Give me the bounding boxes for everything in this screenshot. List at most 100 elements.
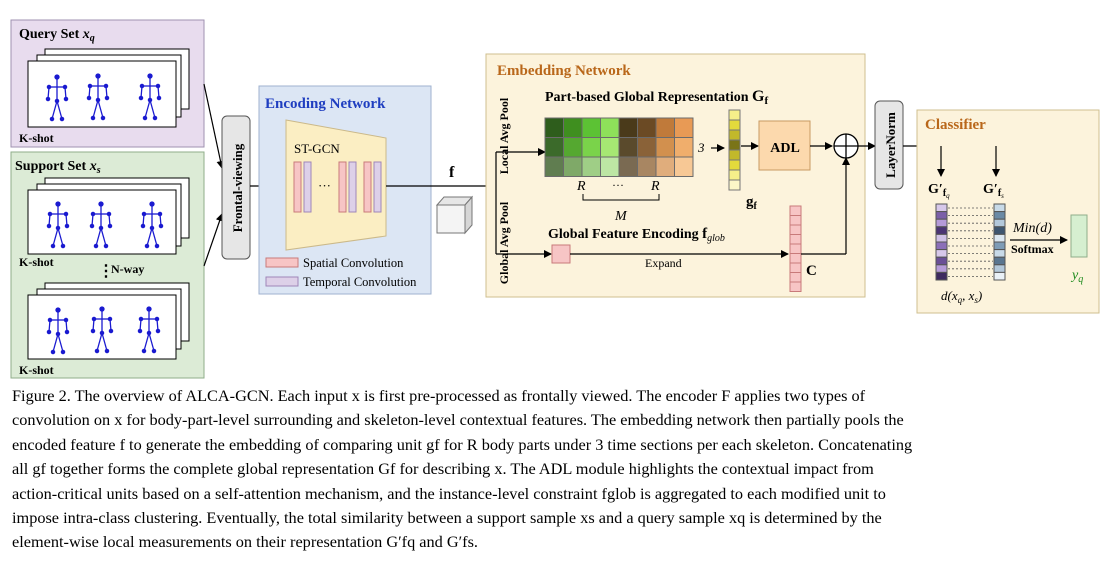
grid-cell <box>674 117 694 138</box>
layernorm-box <box>874 100 904 190</box>
st-gcn-label: ST-GCN <box>294 141 340 156</box>
gf-cell <box>728 149 741 161</box>
frontal-viewing-label: Frontal-viewing <box>230 143 245 232</box>
adl-box <box>758 120 811 171</box>
query-set-title: Query Set xq <box>19 27 95 44</box>
gf-cell <box>728 169 741 181</box>
local-avg-pool-label: Local Avg Pool <box>497 97 511 174</box>
grid-cell <box>563 137 583 158</box>
support-skeleton-cards-top <box>27 177 190 255</box>
support-set-title: Support Set xs <box>15 159 101 176</box>
caption-line-7: element-wise local measurements on their… <box>12 532 479 552</box>
st-gcn-trapezoid <box>285 119 387 251</box>
grid-cell <box>600 117 620 138</box>
m-bracket <box>582 194 660 201</box>
gs-column-vector <box>993 203 1006 281</box>
gs-cell <box>993 249 1006 258</box>
r-label-1: R <box>576 179 586 194</box>
embedding-network-title: Embedding Network <box>497 63 631 79</box>
caption-line-2: convolution on x for body-part-level sur… <box>12 410 904 430</box>
gf-cell <box>728 119 741 131</box>
support-kshot-bottom: K-shot <box>19 363 54 377</box>
grid-cell <box>581 117 601 138</box>
query-kshot: K-shot <box>19 131 54 145</box>
grid-cell <box>563 156 583 177</box>
grid-cell <box>581 156 601 177</box>
support-skeleton-cards-bottom <box>27 282 190 360</box>
gf-cell <box>728 159 741 171</box>
part-representation-grid <box>544 117 694 177</box>
gq-cell <box>935 203 948 213</box>
gs-label: G′fs <box>983 182 1004 200</box>
gq-cell <box>935 271 948 281</box>
yq-box <box>1070 214 1088 258</box>
c-cell <box>789 205 802 216</box>
c-label: C <box>806 263 817 279</box>
gq-cell <box>935 264 948 273</box>
gq-cell <box>935 241 948 251</box>
caption-line-4: all gf together forms the complete globa… <box>12 459 874 479</box>
legend-spatial: Spatial Convolution <box>303 256 404 270</box>
gq-cell <box>935 218 948 228</box>
grid-cell <box>637 156 657 177</box>
gf-column-vector <box>728 109 741 191</box>
fglob-box <box>551 244 571 264</box>
gs-cell <box>993 226 1006 235</box>
caption-line-6: impose intra-class clustering. Eventuall… <box>12 508 882 528</box>
c-cell <box>789 243 802 254</box>
gs-cell <box>993 203 1006 213</box>
grid-cell <box>637 137 657 158</box>
frontal-viewing-box <box>221 115 251 260</box>
min-d-label: Min(d) <box>1012 221 1052 236</box>
feature-cube <box>435 195 474 235</box>
grid-cell <box>544 156 564 177</box>
r-dots: ··· <box>612 178 624 192</box>
gf-cell <box>728 129 741 141</box>
gs-cell <box>993 271 1006 281</box>
gq-label: G′fq <box>928 182 950 200</box>
caption-line-5: action-critical units based on a self-at… <box>12 483 886 503</box>
gq-cell <box>935 233 948 243</box>
c-cell <box>789 234 802 245</box>
grid-cell <box>674 156 694 177</box>
c-cell <box>789 262 802 273</box>
c-cell <box>789 253 802 264</box>
query-skeleton-cards <box>27 48 190 128</box>
gq-column-vector <box>935 203 948 281</box>
gf-label: gf <box>746 194 758 212</box>
support-kshot-top: K-shot <box>19 255 54 269</box>
softmax-label: Softmax <box>1011 242 1054 256</box>
support-nway: N-way <box>111 262 144 276</box>
grid-cell <box>544 117 564 138</box>
gq-cell <box>935 249 948 258</box>
expand-label: Expand <box>645 256 682 270</box>
vertical-dots: ⋮ <box>98 263 114 280</box>
global-avg-pool-label: Global Avg Pool <box>497 201 511 284</box>
distance-dashes <box>948 207 993 277</box>
gs-cell <box>993 241 1006 251</box>
encoding-network-title: Encoding Network <box>265 96 386 112</box>
gf-cell <box>728 139 741 151</box>
adl-label: ADL <box>770 141 800 156</box>
grid-cell <box>618 137 638 158</box>
r-label-2: R <box>650 179 660 194</box>
c-cell <box>789 215 802 226</box>
yq-label: yq <box>1070 268 1083 285</box>
distance-label: d(xq, xs) <box>941 288 982 305</box>
gf-cell <box>728 179 741 191</box>
conv-layers <box>293 161 382 213</box>
grid-cell <box>563 117 583 138</box>
gs-cell <box>993 264 1006 273</box>
c-cell <box>789 272 802 283</box>
grid-cell <box>581 137 601 158</box>
classifier-title: Classifier <box>925 117 986 133</box>
figure-caption: Figure 2. The overview of ALCA-GCN. Each… <box>12 384 1102 555</box>
caption-line-3: encoded feature f to generate the embedd… <box>12 434 913 454</box>
grid-cell <box>618 156 638 177</box>
grid-cell <box>600 156 620 177</box>
gq-cell <box>935 211 948 220</box>
gq-cell <box>935 226 948 235</box>
grid-cell <box>655 117 675 138</box>
c-cell <box>789 281 802 292</box>
m-label: M <box>614 209 628 224</box>
